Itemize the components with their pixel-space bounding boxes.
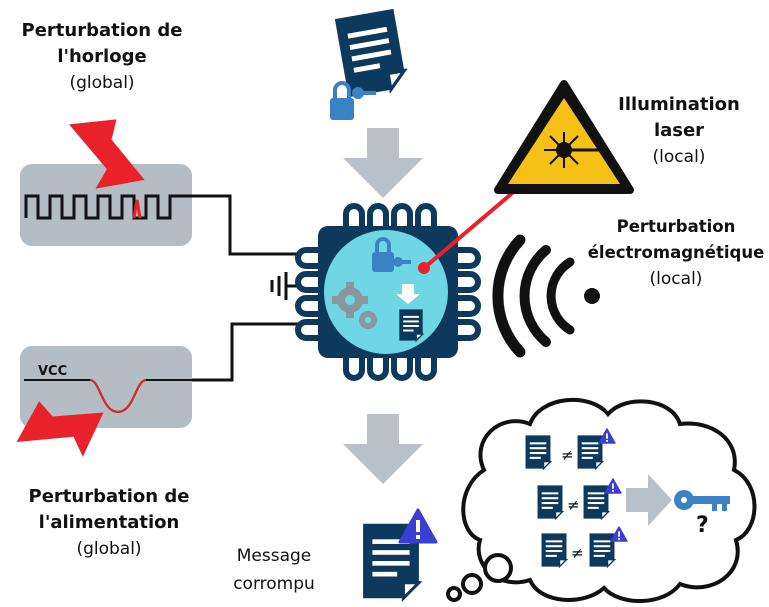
clock-title: Perturbation de l'horloge bbox=[21, 20, 183, 67]
clock-label-group: Perturbation de l'horloge (global) bbox=[2, 18, 202, 96]
laser-scope: (local) bbox=[652, 147, 706, 167]
question-mark: ? bbox=[696, 513, 709, 538]
neq-symbol-2: ≠ bbox=[567, 496, 580, 514]
em-title: Perturbation électromagnétique bbox=[587, 217, 765, 262]
em-waves-icon bbox=[492, 234, 600, 358]
chip-lock-icon bbox=[372, 237, 411, 272]
power-title: Perturbation de l'alimentation bbox=[28, 486, 190, 533]
cloud-arrow-icon bbox=[626, 474, 672, 526]
laser-spot bbox=[418, 262, 430, 274]
output-text: Message corrompu bbox=[233, 546, 315, 594]
laser-title: Illumination laser bbox=[618, 94, 740, 141]
lock-key-icon bbox=[330, 81, 376, 120]
power-scope: (global) bbox=[76, 539, 142, 559]
laser-warning-icon bbox=[494, 80, 634, 194]
corrupted-message-icon bbox=[361, 508, 438, 600]
chip-icon bbox=[295, 203, 481, 381]
clock-signal-panel bbox=[20, 164, 318, 256]
laser-label-group: Illumination laser (local) bbox=[594, 92, 764, 170]
key-icon bbox=[674, 490, 730, 511]
output-label: Message corrompu bbox=[214, 542, 334, 598]
clock-scope: (global) bbox=[69, 73, 135, 93]
vcc-label: VCC bbox=[38, 364, 67, 379]
arrow-down-top-icon bbox=[343, 128, 423, 198]
power-label-group: Perturbation de l'alimentation (global) bbox=[4, 484, 214, 562]
neq-symbol-3: ≠ bbox=[571, 544, 584, 562]
neq-symbol-1: ≠ bbox=[561, 446, 574, 464]
gear-icon bbox=[332, 282, 377, 329]
em-label-group: Perturbation électromagnétique (local) bbox=[584, 214, 768, 292]
arrow-down-bottom-icon bbox=[343, 414, 423, 484]
em-scope: (local) bbox=[649, 269, 703, 289]
power-supply-panel bbox=[20, 322, 318, 428]
